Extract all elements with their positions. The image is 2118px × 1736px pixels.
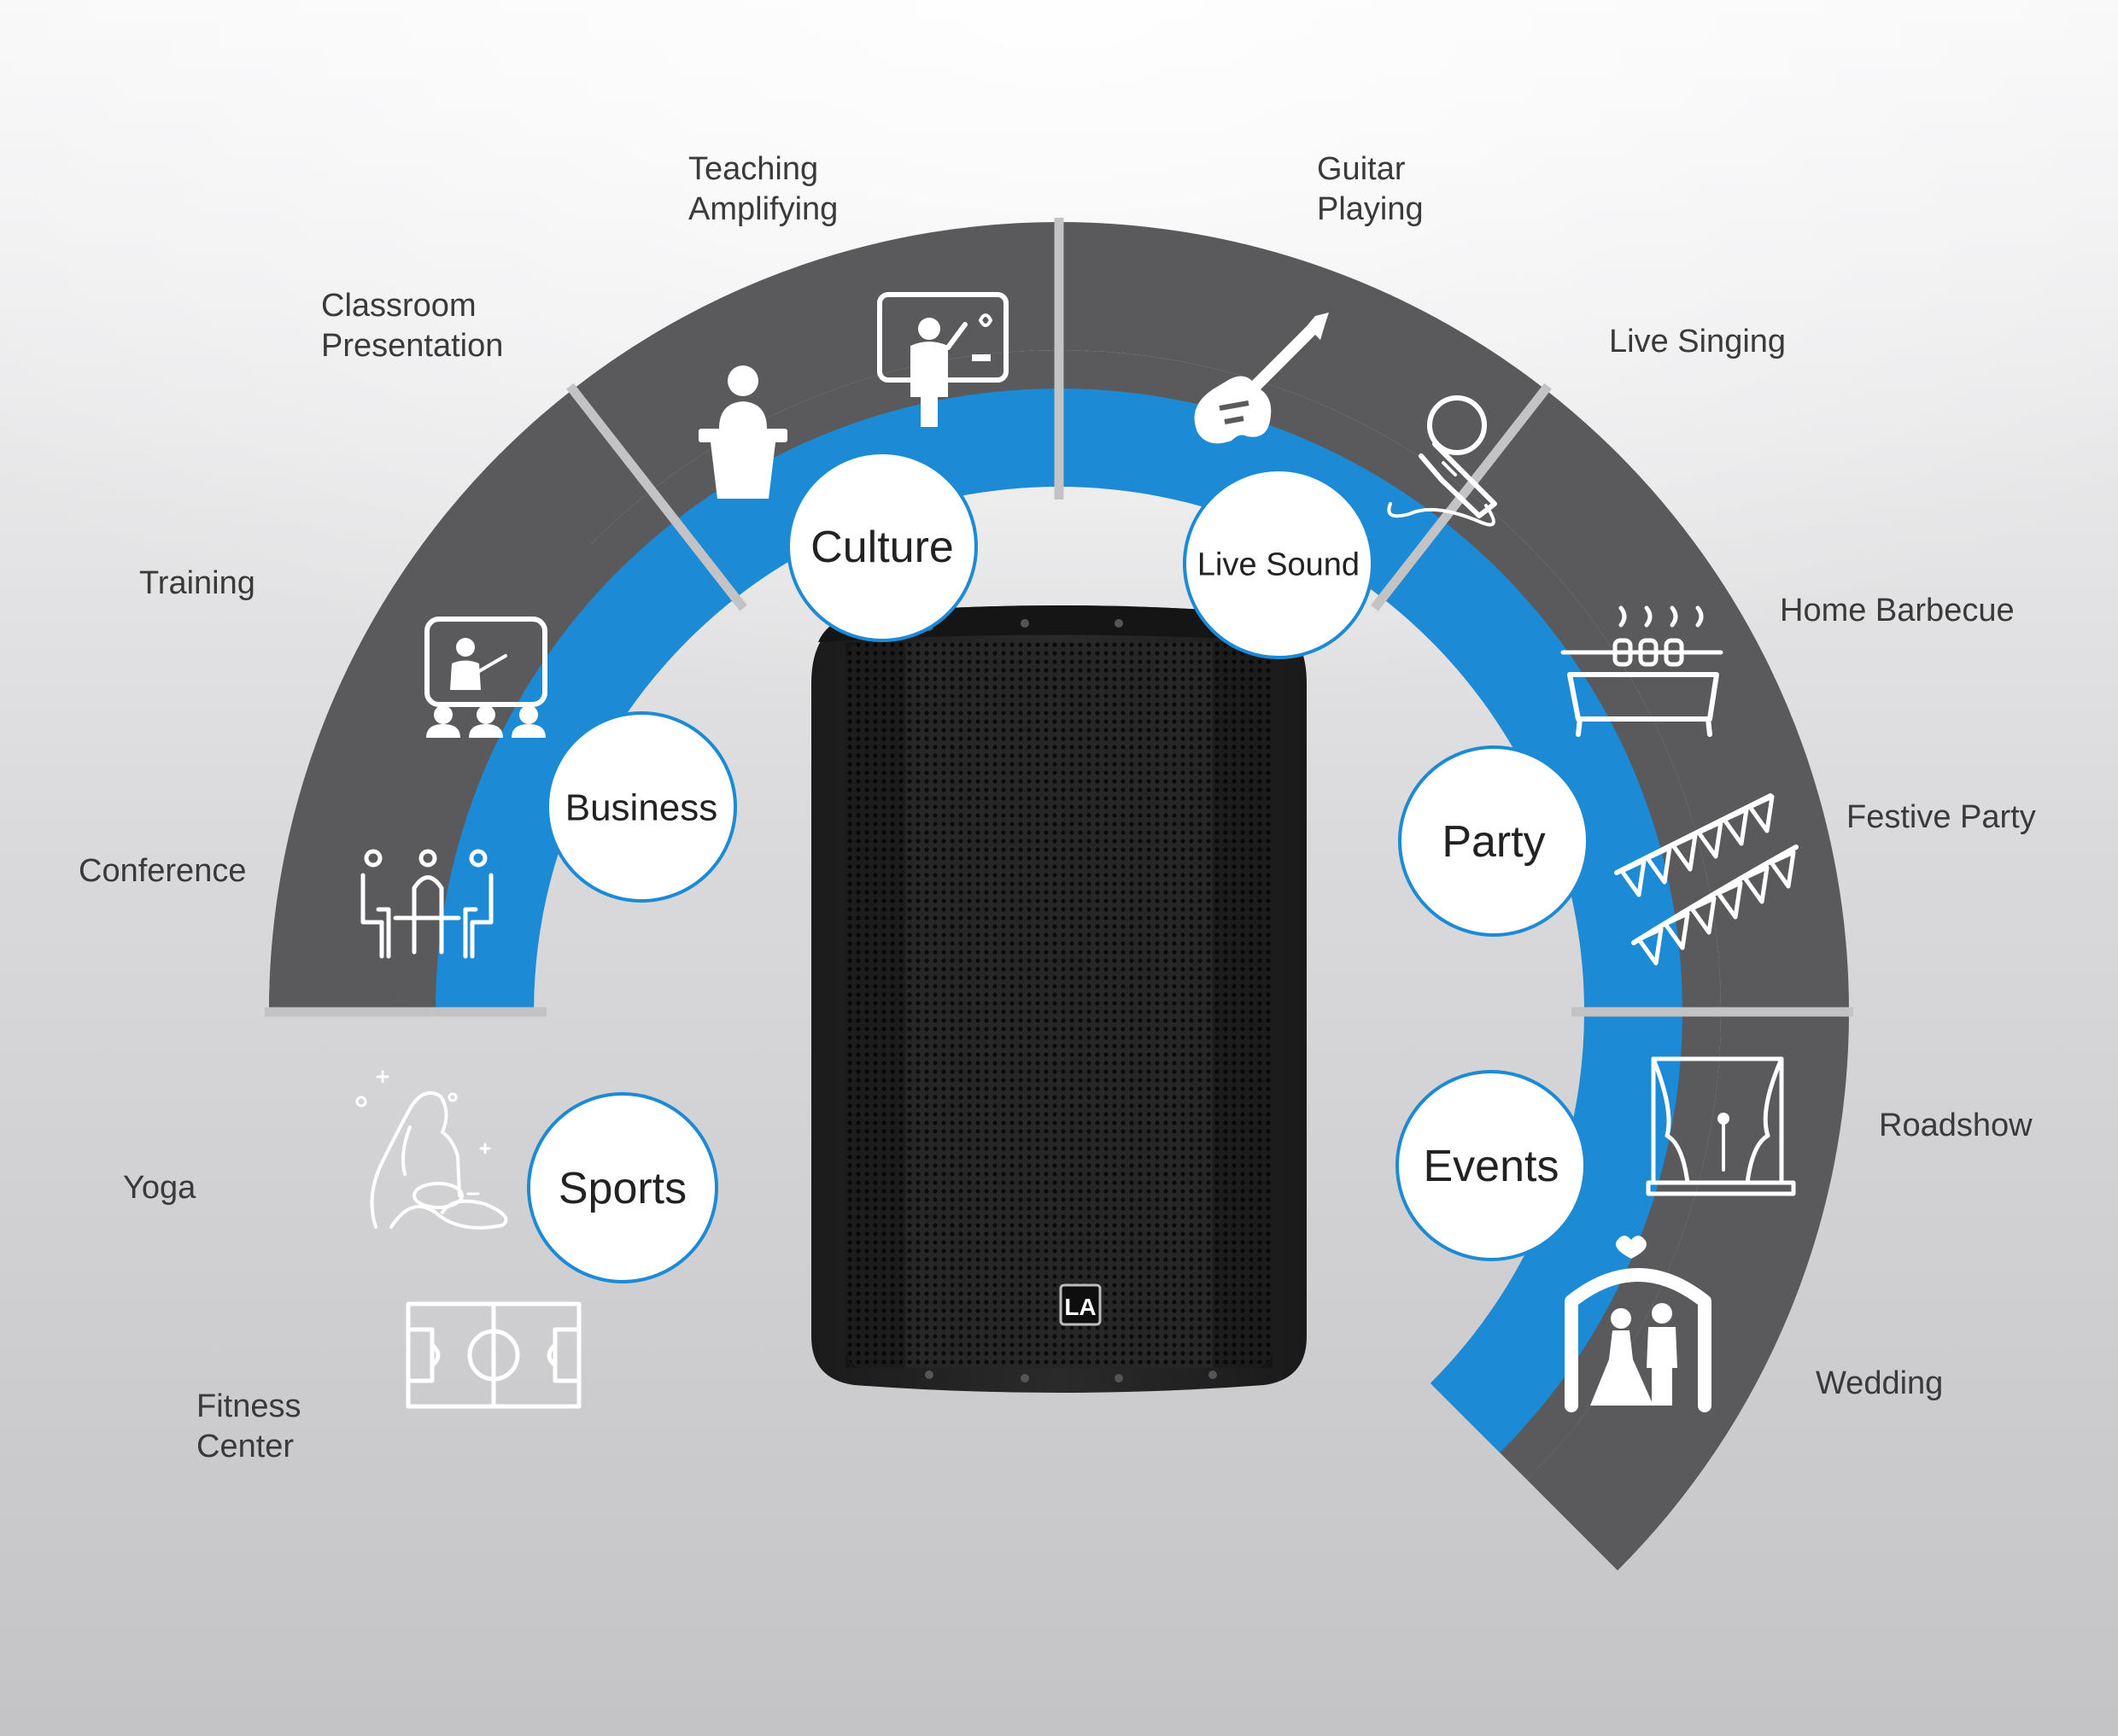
badge-label-live-sound: Live Sound xyxy=(1197,547,1360,582)
roadshow-stage-icon xyxy=(1646,1056,1796,1196)
use-case-label-party-1: Festive Party xyxy=(1846,799,2036,835)
segment-party xyxy=(1466,389,1849,1012)
yoga-pose-icon xyxy=(355,1070,508,1230)
wedding-couple-icon xyxy=(1565,1236,1711,1412)
use-case-icons xyxy=(355,292,1799,1412)
use-case-label-sports-0: Yoga xyxy=(123,1170,196,1206)
sports-field-icon xyxy=(406,1301,582,1409)
badge-label-events: Events xyxy=(1424,1142,1559,1191)
use-case-label-business-0: Training xyxy=(139,565,255,601)
badge-label-culture: Culture xyxy=(810,523,954,572)
badge-party xyxy=(1398,745,1589,937)
festive-bunting-icon xyxy=(1614,793,1799,966)
use-case-label-culture-0: Teaching Amplifying xyxy=(688,151,839,227)
use-case-label-events-1: Wedding xyxy=(1816,1365,1944,1401)
conference-meeting-icon xyxy=(360,849,494,959)
teaching-board-icon xyxy=(877,292,1009,427)
segment-live-sound xyxy=(1059,222,1546,491)
use-case-label-culture-1: Classroom Presentation xyxy=(321,288,504,364)
speaker-logo-text: LA xyxy=(1064,1294,1096,1320)
segment-culture xyxy=(572,222,1059,491)
speaker-grille-edge-right xyxy=(1213,642,1273,1368)
badge-business xyxy=(546,711,737,903)
podium-speaker-icon xyxy=(699,365,787,499)
use-case-label-business-1: Conference xyxy=(79,853,247,889)
use-case-label-events-0: Roadshow xyxy=(1879,1108,2033,1143)
badge-sports xyxy=(527,1092,718,1283)
badge-live-sound xyxy=(1183,468,1374,659)
microphone-icon xyxy=(1387,395,1497,527)
speaker-logo-badge xyxy=(1059,1283,1102,1326)
use-case-label-sports-1: Fitness Center xyxy=(196,1388,301,1464)
separator-1 xyxy=(566,383,747,611)
barbecue-grill-icon xyxy=(1560,605,1723,737)
badge-label-business: Business xyxy=(565,786,718,828)
use-case-label-party-0: Home Barbecue xyxy=(1780,593,2015,628)
electric-guitar-icon xyxy=(1194,313,1329,444)
badge-culture xyxy=(787,451,978,642)
badge-events xyxy=(1395,1070,1587,1261)
training-presentation-icon xyxy=(424,617,547,738)
badge-label-party: Party xyxy=(1442,817,1545,867)
badge-label-sports: Sports xyxy=(559,1164,687,1213)
use-case-label-live-sound-0: Guitar Playing xyxy=(1317,151,1424,227)
use-case-label-live-sound-1: Live Singing xyxy=(1609,324,1787,359)
speaker-grille xyxy=(845,642,1273,1368)
speaker-cabinet: LA xyxy=(811,605,1307,1393)
speaker-grille-edge-left xyxy=(845,642,905,1368)
